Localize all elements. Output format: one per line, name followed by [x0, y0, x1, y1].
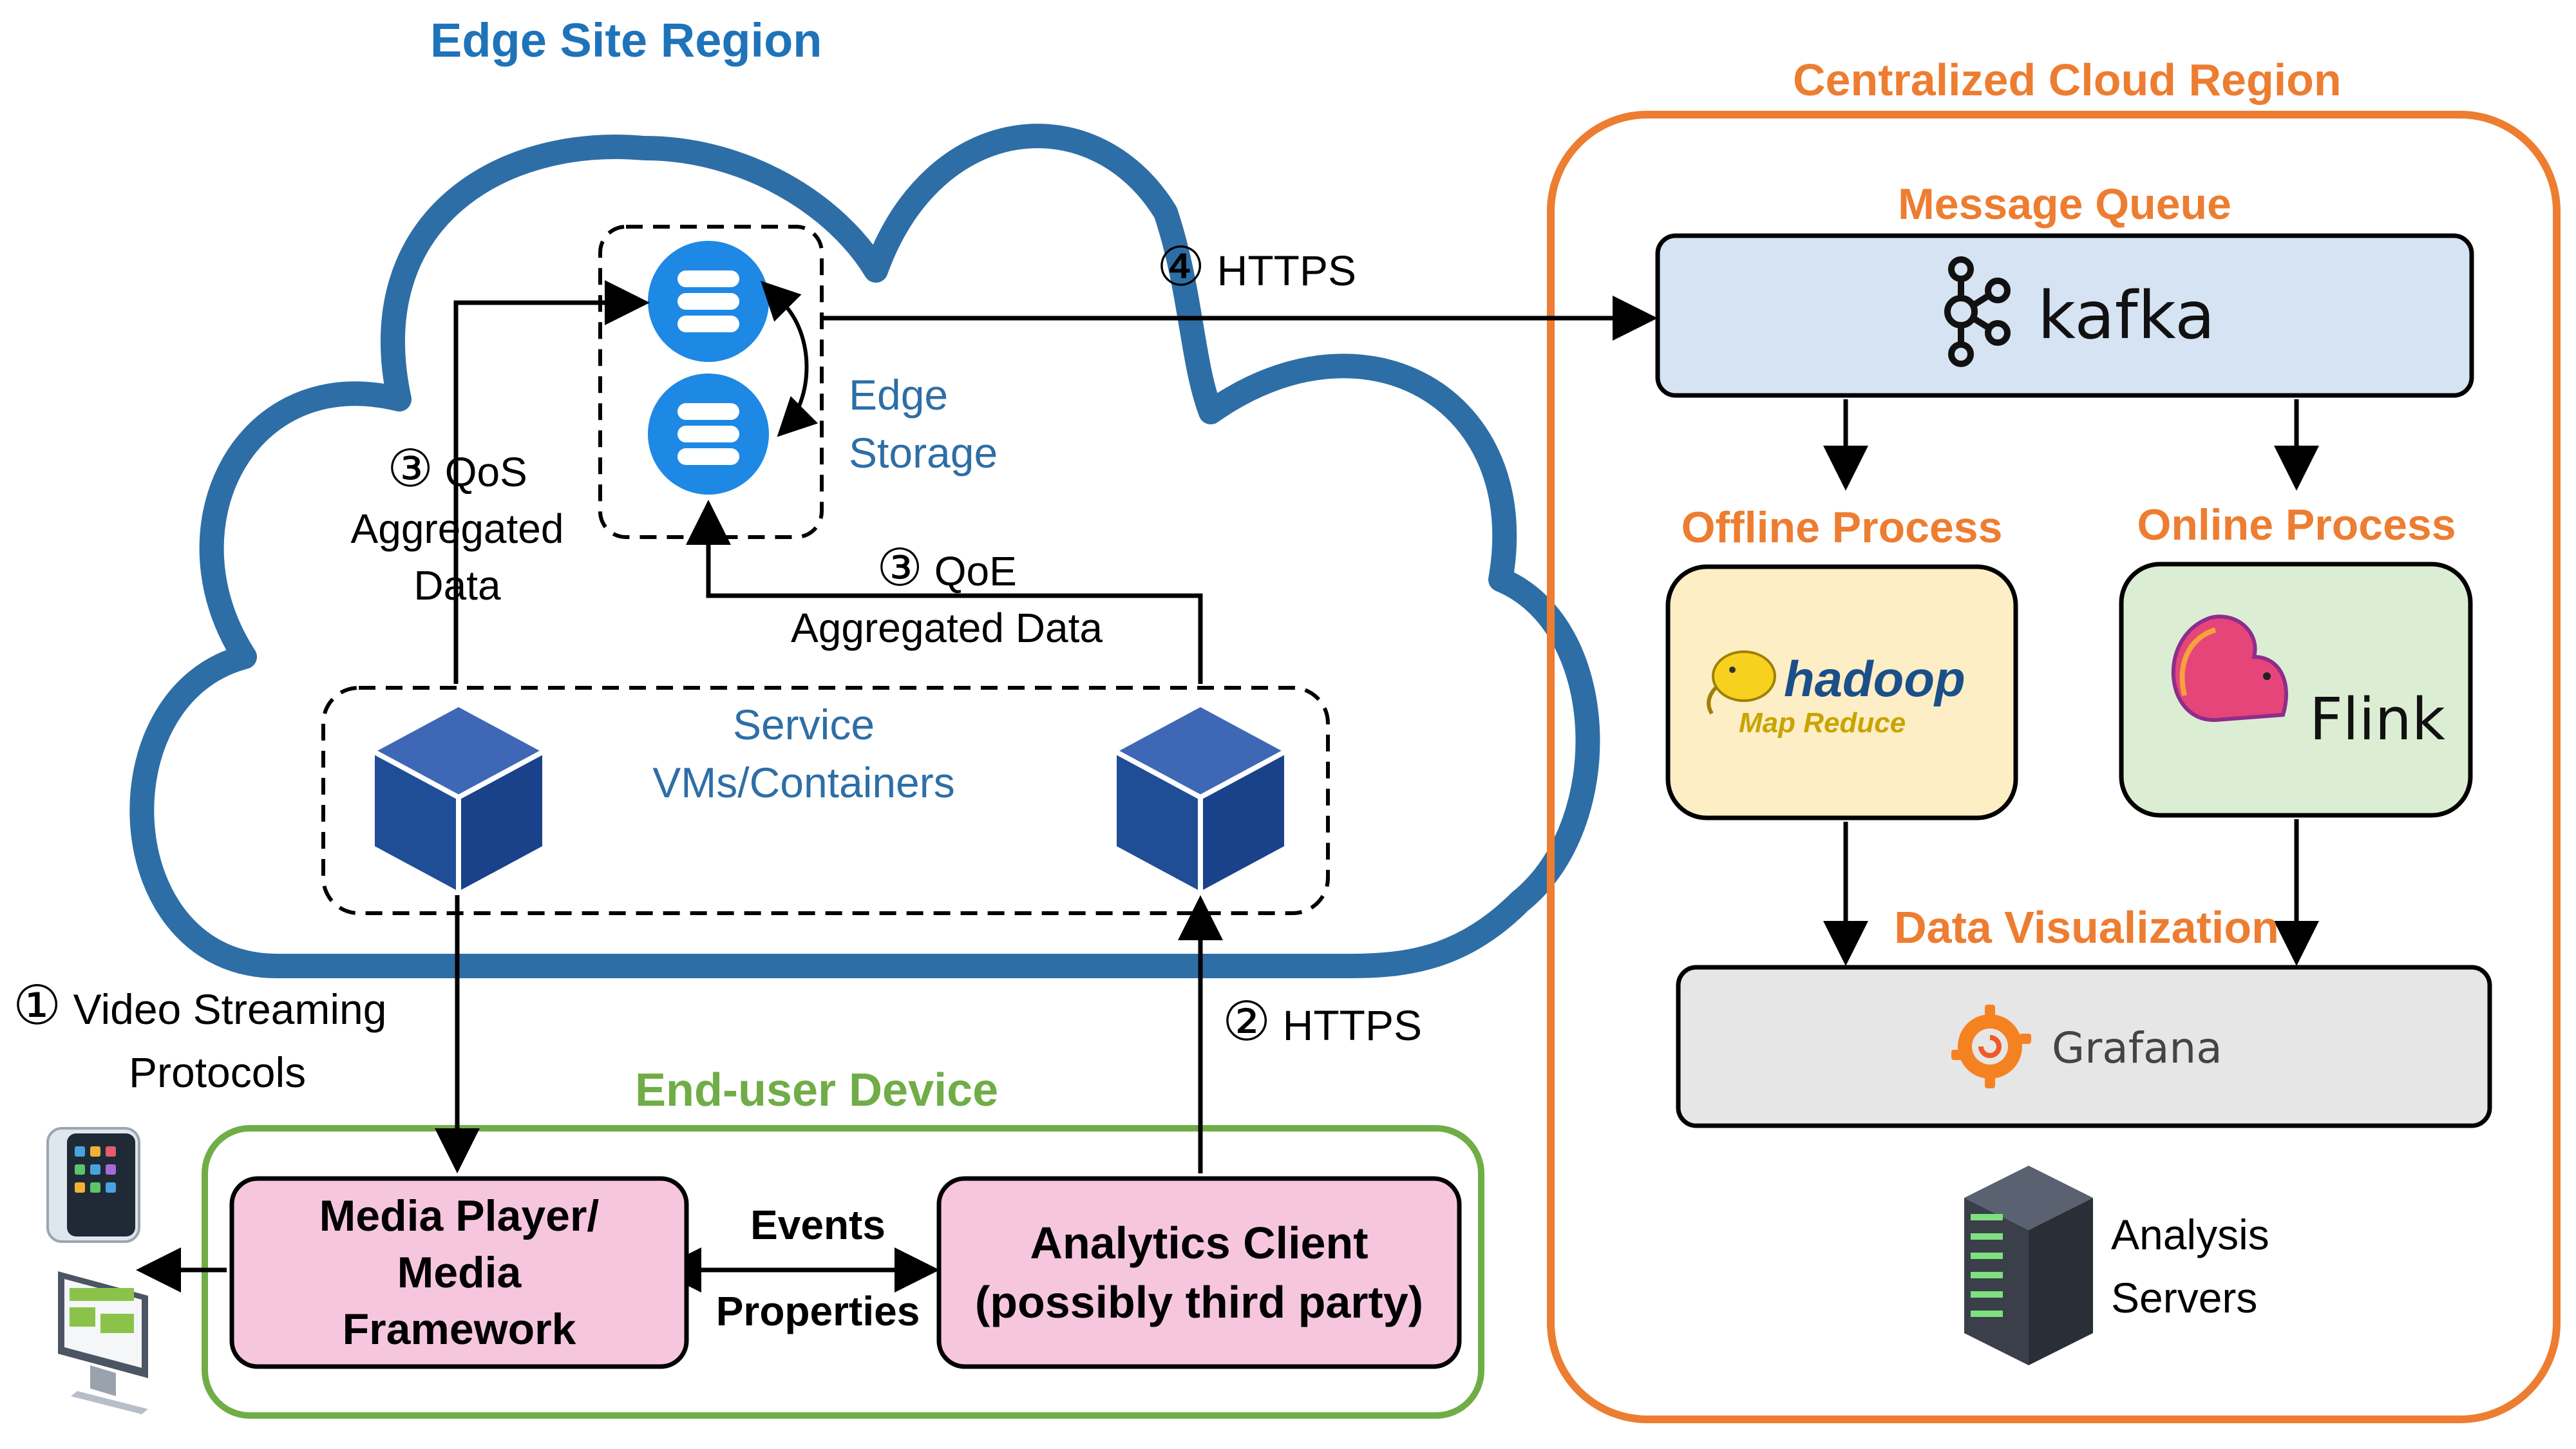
qoe-arrow	[686, 500, 1203, 684]
grafana-logo-icon	[1951, 1005, 2031, 1088]
flink-label: Flink	[2309, 686, 2445, 753]
qos-step-badge: ③	[387, 440, 433, 497]
https4-label: ④ HTTPS	[1157, 236, 1356, 298]
edge-storage-box	[598, 225, 824, 539]
analytics-line1: Analytics Client	[1030, 1218, 1368, 1268]
edge-storage-line1: Edge	[849, 371, 949, 419]
service-cube-icon	[1115, 707, 1285, 891]
video-step-badge: ①	[13, 975, 62, 1036]
service-label: Service VMs/Containers	[630, 696, 978, 811]
message-queue-title: Message Queue	[1898, 180, 2231, 229]
video-title: Video Streaming	[73, 985, 387, 1033]
qos-label: ③ QoS Aggregated Data	[335, 440, 580, 614]
grafana-label: Grafana	[2052, 1023, 2222, 1073]
analytics-line2: (possibly third party)	[974, 1277, 1424, 1327]
server-rack-icon	[1964, 1166, 2093, 1365]
grafana-box	[1676, 965, 2492, 1128]
kafka-logo-icon	[1944, 256, 2011, 367]
analysis-servers-label: Analysis Servers	[2111, 1203, 2269, 1329]
mapreduce-label: Map Reduce	[1739, 707, 1906, 739]
service-box	[321, 686, 1330, 915]
edge-region-title: Edge Site Region	[430, 14, 822, 67]
service-cube-icon	[374, 707, 544, 891]
video-line1: ① Video Streaming	[13, 974, 386, 1041]
analysis-line1: Analysis	[2111, 1211, 2269, 1258]
flink-squirrel-icon	[2171, 614, 2288, 723]
qos-title: QoS	[444, 449, 527, 495]
service-line1: Service	[732, 701, 875, 748]
analysis-line2: Servers	[2111, 1274, 2258, 1321]
kafka-box	[1655, 233, 2474, 398]
phone-icon	[46, 1127, 140, 1243]
enduser-region-title: End-user Device	[635, 1065, 999, 1116]
video-streaming-label: ① Video Streaming Protocols	[13, 974, 386, 1104]
edge-storage-label: Edge Storage	[849, 366, 998, 482]
qos-line3: Data	[413, 562, 501, 609]
https4-text: HTTPS	[1217, 247, 1356, 294]
kafka-label: kafka	[2038, 278, 2215, 354]
hadoop-elephant-icon	[1707, 650, 1776, 715]
cloud-region-box	[1547, 111, 2561, 1423]
qos-line2: Aggregated	[350, 506, 564, 552]
media-player-box	[229, 1176, 689, 1369]
data-visualization-title: Data Visualization	[1894, 902, 2279, 952]
qoe-label: ③ QoE Aggregated Data	[773, 540, 1121, 656]
https2-label: ② HTTPS	[1222, 990, 1422, 1053]
https4-step-badge: ④	[1157, 236, 1206, 297]
media-player-line1: Media Player/	[319, 1191, 600, 1240]
hadoop-box	[1665, 564, 2018, 820]
qoe-line2: Aggregated Data	[791, 605, 1103, 651]
media-player-line2: Media	[397, 1248, 522, 1297]
properties-label: Properties	[715, 1288, 920, 1334]
qos-line1: ③ QoS	[335, 440, 580, 500]
offline-process-title: Offline Process	[1681, 503, 2003, 552]
qoe-title: QoE	[934, 548, 1017, 594]
edge-storage-line2: Storage	[849, 429, 998, 477]
replication-arrow	[761, 281, 819, 437]
media-player-line3: Framework	[342, 1305, 576, 1354]
database-icon	[648, 374, 769, 495]
qos-arrow	[453, 280, 650, 684]
cloud-region-title: Centralized Cloud Region	[1793, 55, 2342, 105]
media-player-label: Media Player/ Media Framework	[232, 1179, 687, 1367]
hadoop-label: hadoop	[1784, 650, 1965, 707]
events-label: Events	[750, 1202, 886, 1248]
analytics-client-label: Analytics Client (possibly third party)	[939, 1179, 1459, 1367]
qoe-step-badge: ③	[876, 539, 923, 596]
database-icon	[648, 241, 769, 362]
service-line2: VMs/Containers	[652, 759, 955, 806]
online-process-title: Online Process	[2137, 500, 2456, 549]
https2-step-badge: ②	[1222, 991, 1271, 1052]
monitor-icon	[58, 1271, 148, 1414]
qoe-line1: ③ QoE	[773, 540, 1121, 600]
https2-text: HTTPS	[1282, 1001, 1422, 1049]
video-line2: Protocols	[129, 1048, 307, 1096]
analytics-client-box	[936, 1176, 1462, 1369]
